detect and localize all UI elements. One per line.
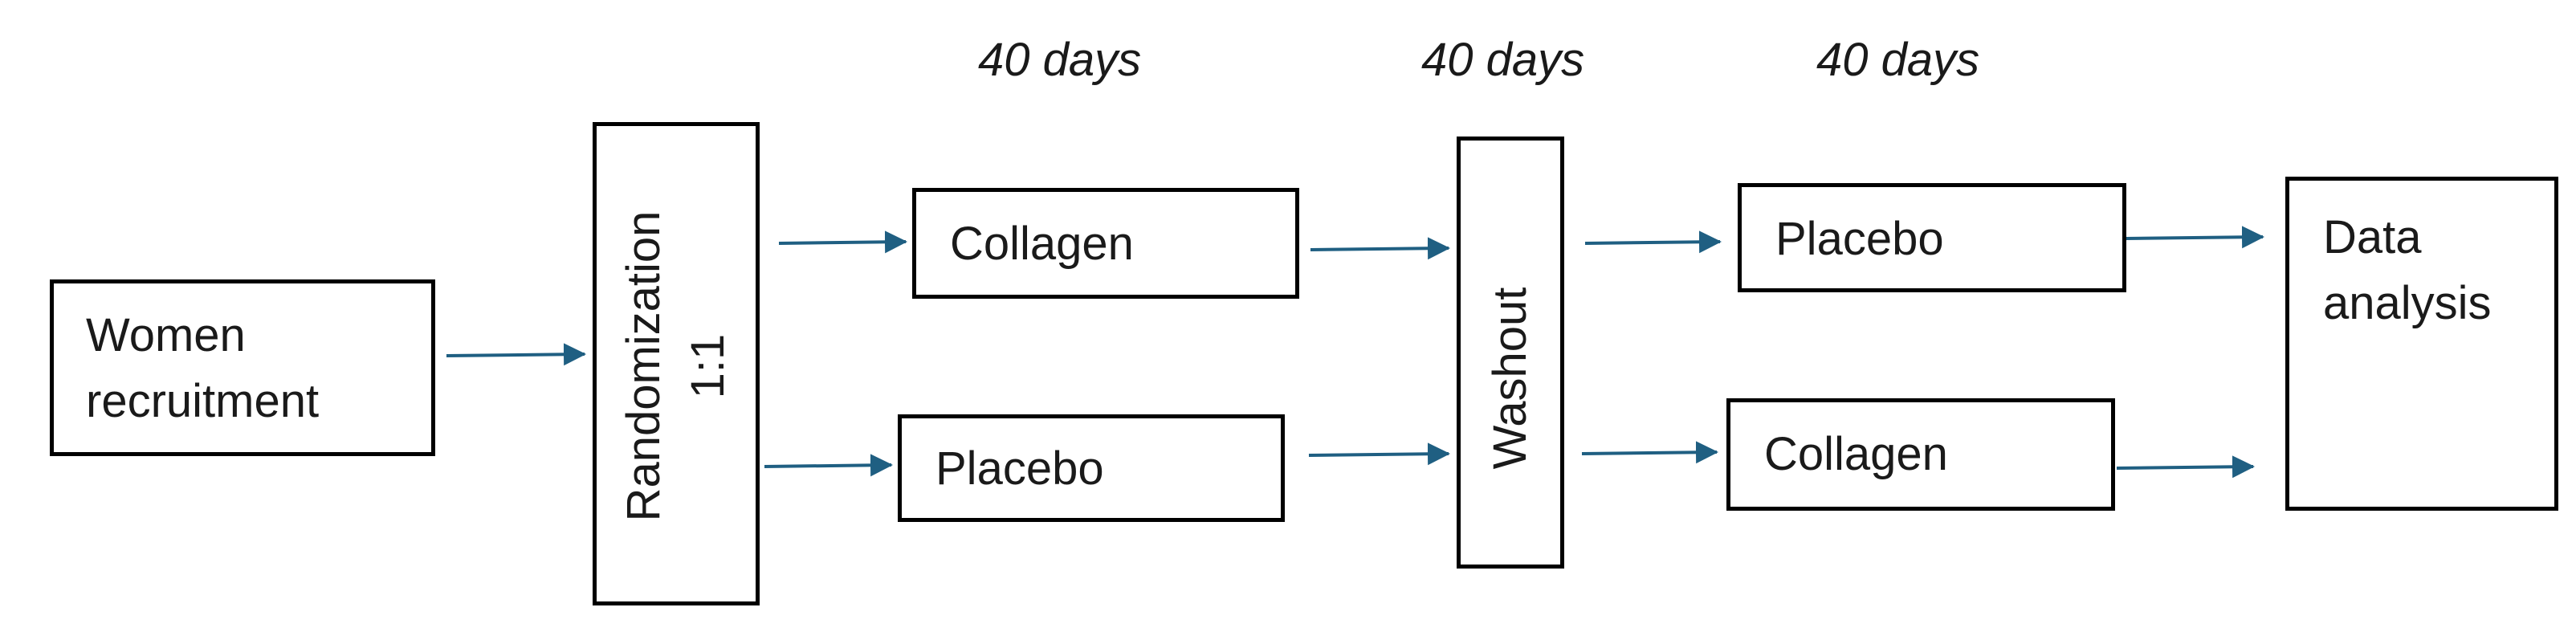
arrow-washout-to-arm1-second <box>1584 230 1722 254</box>
arrow-randomization-to-arm1-first <box>778 230 907 254</box>
analysis-label-line1: Data <box>2323 211 2422 263</box>
arm2-first-label: Placebo <box>935 442 1104 495</box>
arm2-first-box: Placebo <box>898 414 1285 522</box>
washout-box: Washout <box>1457 137 1564 569</box>
arm1-first-box: Collagen <box>912 188 1299 299</box>
recruitment-box: Women recruitment <box>50 279 435 456</box>
period-label-3: 40 days <box>1816 34 1980 86</box>
arm2-second-box: Collagen <box>1726 398 2115 511</box>
arrow-arm2-first-to-washout <box>1308 442 1450 466</box>
arrow-arm1-first-to-washout <box>1310 237 1450 260</box>
arrow-washout-to-arm2-second <box>1581 441 1718 464</box>
arrow-recruitment-to-randomization <box>446 343 586 366</box>
arm1-second-label: Placebo <box>1775 213 1944 265</box>
recruitment-label-line1: Women <box>86 309 246 361</box>
arrow-arm2-second-to-analysis <box>2116 455 2255 479</box>
analysis-label-line2: analysis <box>2323 277 2492 329</box>
arm2-second-label: Collagen <box>1764 428 1948 480</box>
period-label-2: 40 days <box>1421 34 1585 86</box>
period-label-1: 40 days <box>978 34 1142 86</box>
arm1-second-box: Placebo <box>1738 183 2126 292</box>
randomization-box: Randomization 1:1 <box>593 122 760 605</box>
analysis-box: Data analysis <box>2285 177 2558 511</box>
arrow-randomization-to-arm2-first <box>764 454 893 477</box>
arrow-arm1-second-to-analysis <box>2126 226 2264 249</box>
arm1-first-label: Collagen <box>950 218 1134 270</box>
recruitment-label-line2: recruitment <box>86 375 320 427</box>
